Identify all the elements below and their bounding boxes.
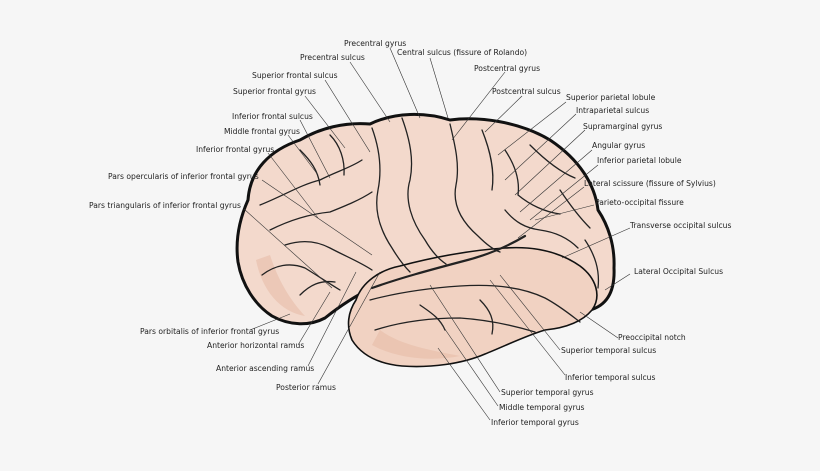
leader-line (429, 57, 449, 119)
leader-line (261, 179, 373, 256)
label-precentral-sulcus: Precentral sulcus (300, 53, 365, 62)
lateral-fissure-line (370, 234, 527, 290)
label-transverse-occipital-sulcus: Transverse occipital sulcus (629, 221, 731, 230)
leader-line (561, 227, 631, 259)
label-supramarginal-gyrus: Supramarginal gyrus (583, 122, 662, 131)
leader-line (439, 321, 499, 407)
leader-line (451, 71, 506, 141)
label-posterior-ramus: Posterior ramus (276, 383, 336, 392)
label-anterior-horizontal-ramus: Anterior horizontal ramus (207, 341, 304, 350)
sulcus-line (374, 317, 536, 333)
label-inferior-temporal-gyrus: Inferior temporal gyrus (491, 418, 579, 427)
sulcus-line (259, 159, 363, 206)
sulcus-line (284, 240, 373, 271)
leader-line (249, 313, 291, 331)
leader-line (324, 79, 371, 153)
label-angular-gyrus: Angular gyrus (592, 141, 645, 150)
sulcus-line (261, 264, 341, 291)
sulcus-line (401, 117, 447, 265)
sulcus-line (371, 127, 411, 273)
sulcus-line (529, 144, 576, 179)
label-middle-frontal-gyrus: Middle frontal gyrus (224, 127, 300, 136)
leader-line (499, 274, 561, 351)
label-inferior-frontal-gyrus: Inferior frontal gyrus (196, 145, 274, 154)
label-superior-parietal-lobule: Superior parietal lobule (566, 93, 656, 102)
leader-line (484, 95, 523, 133)
leader-line (504, 113, 577, 181)
leader-line (579, 311, 619, 339)
label-lateral-scissure: Lateral scissure (fissure of Sylvius) (584, 179, 716, 188)
labels: Precentral gyrus Precentral sulcus Centr… (89, 39, 731, 427)
label-preoccipital-notch: Preoccipital notch (618, 333, 686, 342)
label-superior-frontal-gyrus: Superior frontal gyrus (233, 87, 316, 96)
label-intraparietal-sulcus: Intraparietal sulcus (576, 106, 649, 115)
leader-line (514, 129, 586, 196)
label-anterior-ascending-ramus: Anterior ascending ramus (216, 364, 314, 373)
leader-line (299, 119, 331, 179)
sulcus-line (449, 123, 501, 253)
brain-drawing (235, 112, 616, 368)
label-lateral-occipital-sulcus: Lateral Occipital Sulcus (634, 267, 723, 276)
leader-line (517, 186, 585, 239)
label-superior-frontal-sulcus: Superior frontal sulcus (252, 71, 338, 80)
leader-line (267, 152, 319, 219)
label-postcentral-sulcus: Postcentral sulcus (492, 87, 561, 96)
label-superior-temporal-sulcus: Superior temporal sulcus (561, 346, 656, 355)
leader-line (534, 204, 595, 221)
sulcus-line (369, 284, 581, 323)
label-precentral-gyrus: Precentral gyrus (344, 39, 406, 48)
leader-line (489, 279, 566, 376)
sulcus-line (299, 149, 321, 186)
label-postcentral-gyrus: Postcentral gyrus (474, 64, 540, 73)
leader-line (243, 208, 333, 289)
leader-line (389, 47, 421, 119)
sulcus-line (504, 149, 561, 215)
leader-line (604, 273, 631, 291)
leader-line (297, 291, 331, 346)
leader-line (349, 61, 391, 123)
sulcus-line (504, 209, 579, 249)
leader-line (304, 95, 346, 149)
label-central-sulcus: Central sulcus (fissure of Rolando) (397, 48, 527, 57)
leader-line (437, 347, 491, 421)
leader-line (497, 101, 567, 156)
label-pars-opercularis: Pars opercularis of inferior frontal gyr… (108, 172, 259, 181)
label-inferior-frontal-sulcus: Inferior frontal sulcus (232, 112, 313, 121)
leader-line (429, 284, 501, 393)
label-pars-triangularis: Pars triangularis of inferior frontal gy… (89, 201, 241, 210)
leader-line (307, 271, 357, 367)
leader-line (529, 164, 599, 221)
shading (372, 330, 460, 359)
label-parieto-occipital-fissure: Parieto-occipital fissure (595, 198, 684, 207)
label-inferior-parietal-lobule: Inferior parietal lobule (597, 156, 682, 165)
label-pars-orbitalis: Pars orbitalis of inferior frontal gyrus (140, 327, 279, 336)
temporal-lobe (347, 246, 598, 368)
label-middle-temporal-gyrus: Middle temporal gyrus (499, 403, 585, 412)
sulcus-line (269, 191, 373, 231)
leader-line (519, 149, 593, 213)
leader-lines (243, 47, 631, 421)
leader-line (317, 271, 381, 385)
sulcus-line (584, 239, 600, 289)
sulcus-line (479, 299, 494, 335)
sulcus-line (299, 280, 336, 296)
label-inferior-temporal-sulcus: Inferior temporal sulcus (565, 373, 655, 382)
leader-line (287, 134, 319, 176)
sulcus-line (481, 129, 494, 191)
sulcus-line (329, 134, 345, 176)
label-superior-temporal-gyrus: Superior temporal gyrus (501, 388, 594, 397)
